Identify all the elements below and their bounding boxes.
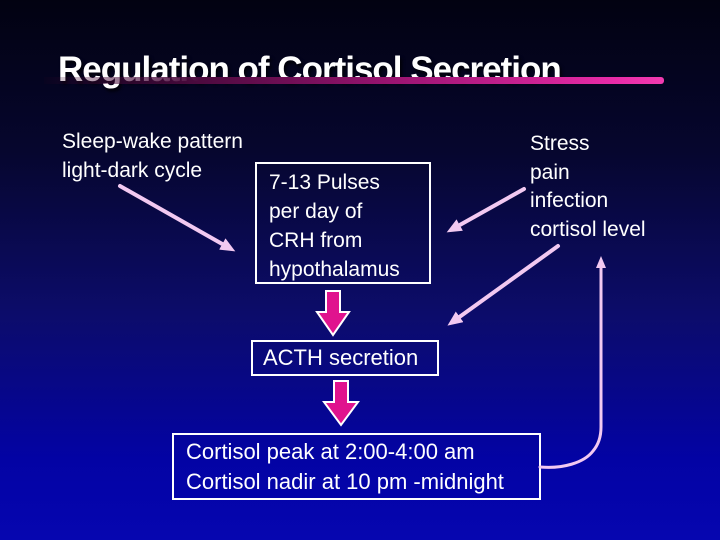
crh-pulses-box: 7-13 Pulses per day of CRH from hypothal… [255,162,431,284]
arrow-stress-to-acth [447,244,560,326]
stress-stimuli-text: Stress pain infection cortisol level [530,130,646,244]
text-line: CRH from [269,229,363,252]
text-line: pain [530,160,570,184]
text-line: cortisol level [530,217,646,241]
block-arrow-acth-to-cortisol [322,380,360,427]
text-line: 7-13 Pulses [269,171,380,194]
text-line: infection [530,189,609,212]
title-underline-bar [44,77,664,84]
block-arrow-crh-to-acth [315,290,351,337]
text-line: Cortisol nadir at 10 pm -midnight [186,469,504,494]
text-line: Stress [530,132,590,155]
acth-box-label: ACTH secretion [263,345,419,370]
cortisol-timing-box: Cortisol peak at 2:00-4:00 am Cortisol n… [172,433,541,500]
text-line: per day of [269,200,363,223]
text-line: Cortisol peak at 2:00-4:00 am [186,439,475,464]
arrow-stress-to-crh [446,187,526,233]
arrow-sleep-to-crh [118,184,236,252]
text-line: light-dark cycle [62,158,203,182]
text-line: Sleep-wake pattern [62,130,243,153]
acth-secretion-box: ACTH secretion [251,340,439,376]
text-line: hypothalamus [269,258,400,281]
circadian-inputs-text: Sleep-wake pattern light-dark cycle [62,128,243,185]
slide-title: Regulation of Cortisol Secretion [58,50,562,90]
feedback-arrow-cortisol-level [538,256,606,469]
